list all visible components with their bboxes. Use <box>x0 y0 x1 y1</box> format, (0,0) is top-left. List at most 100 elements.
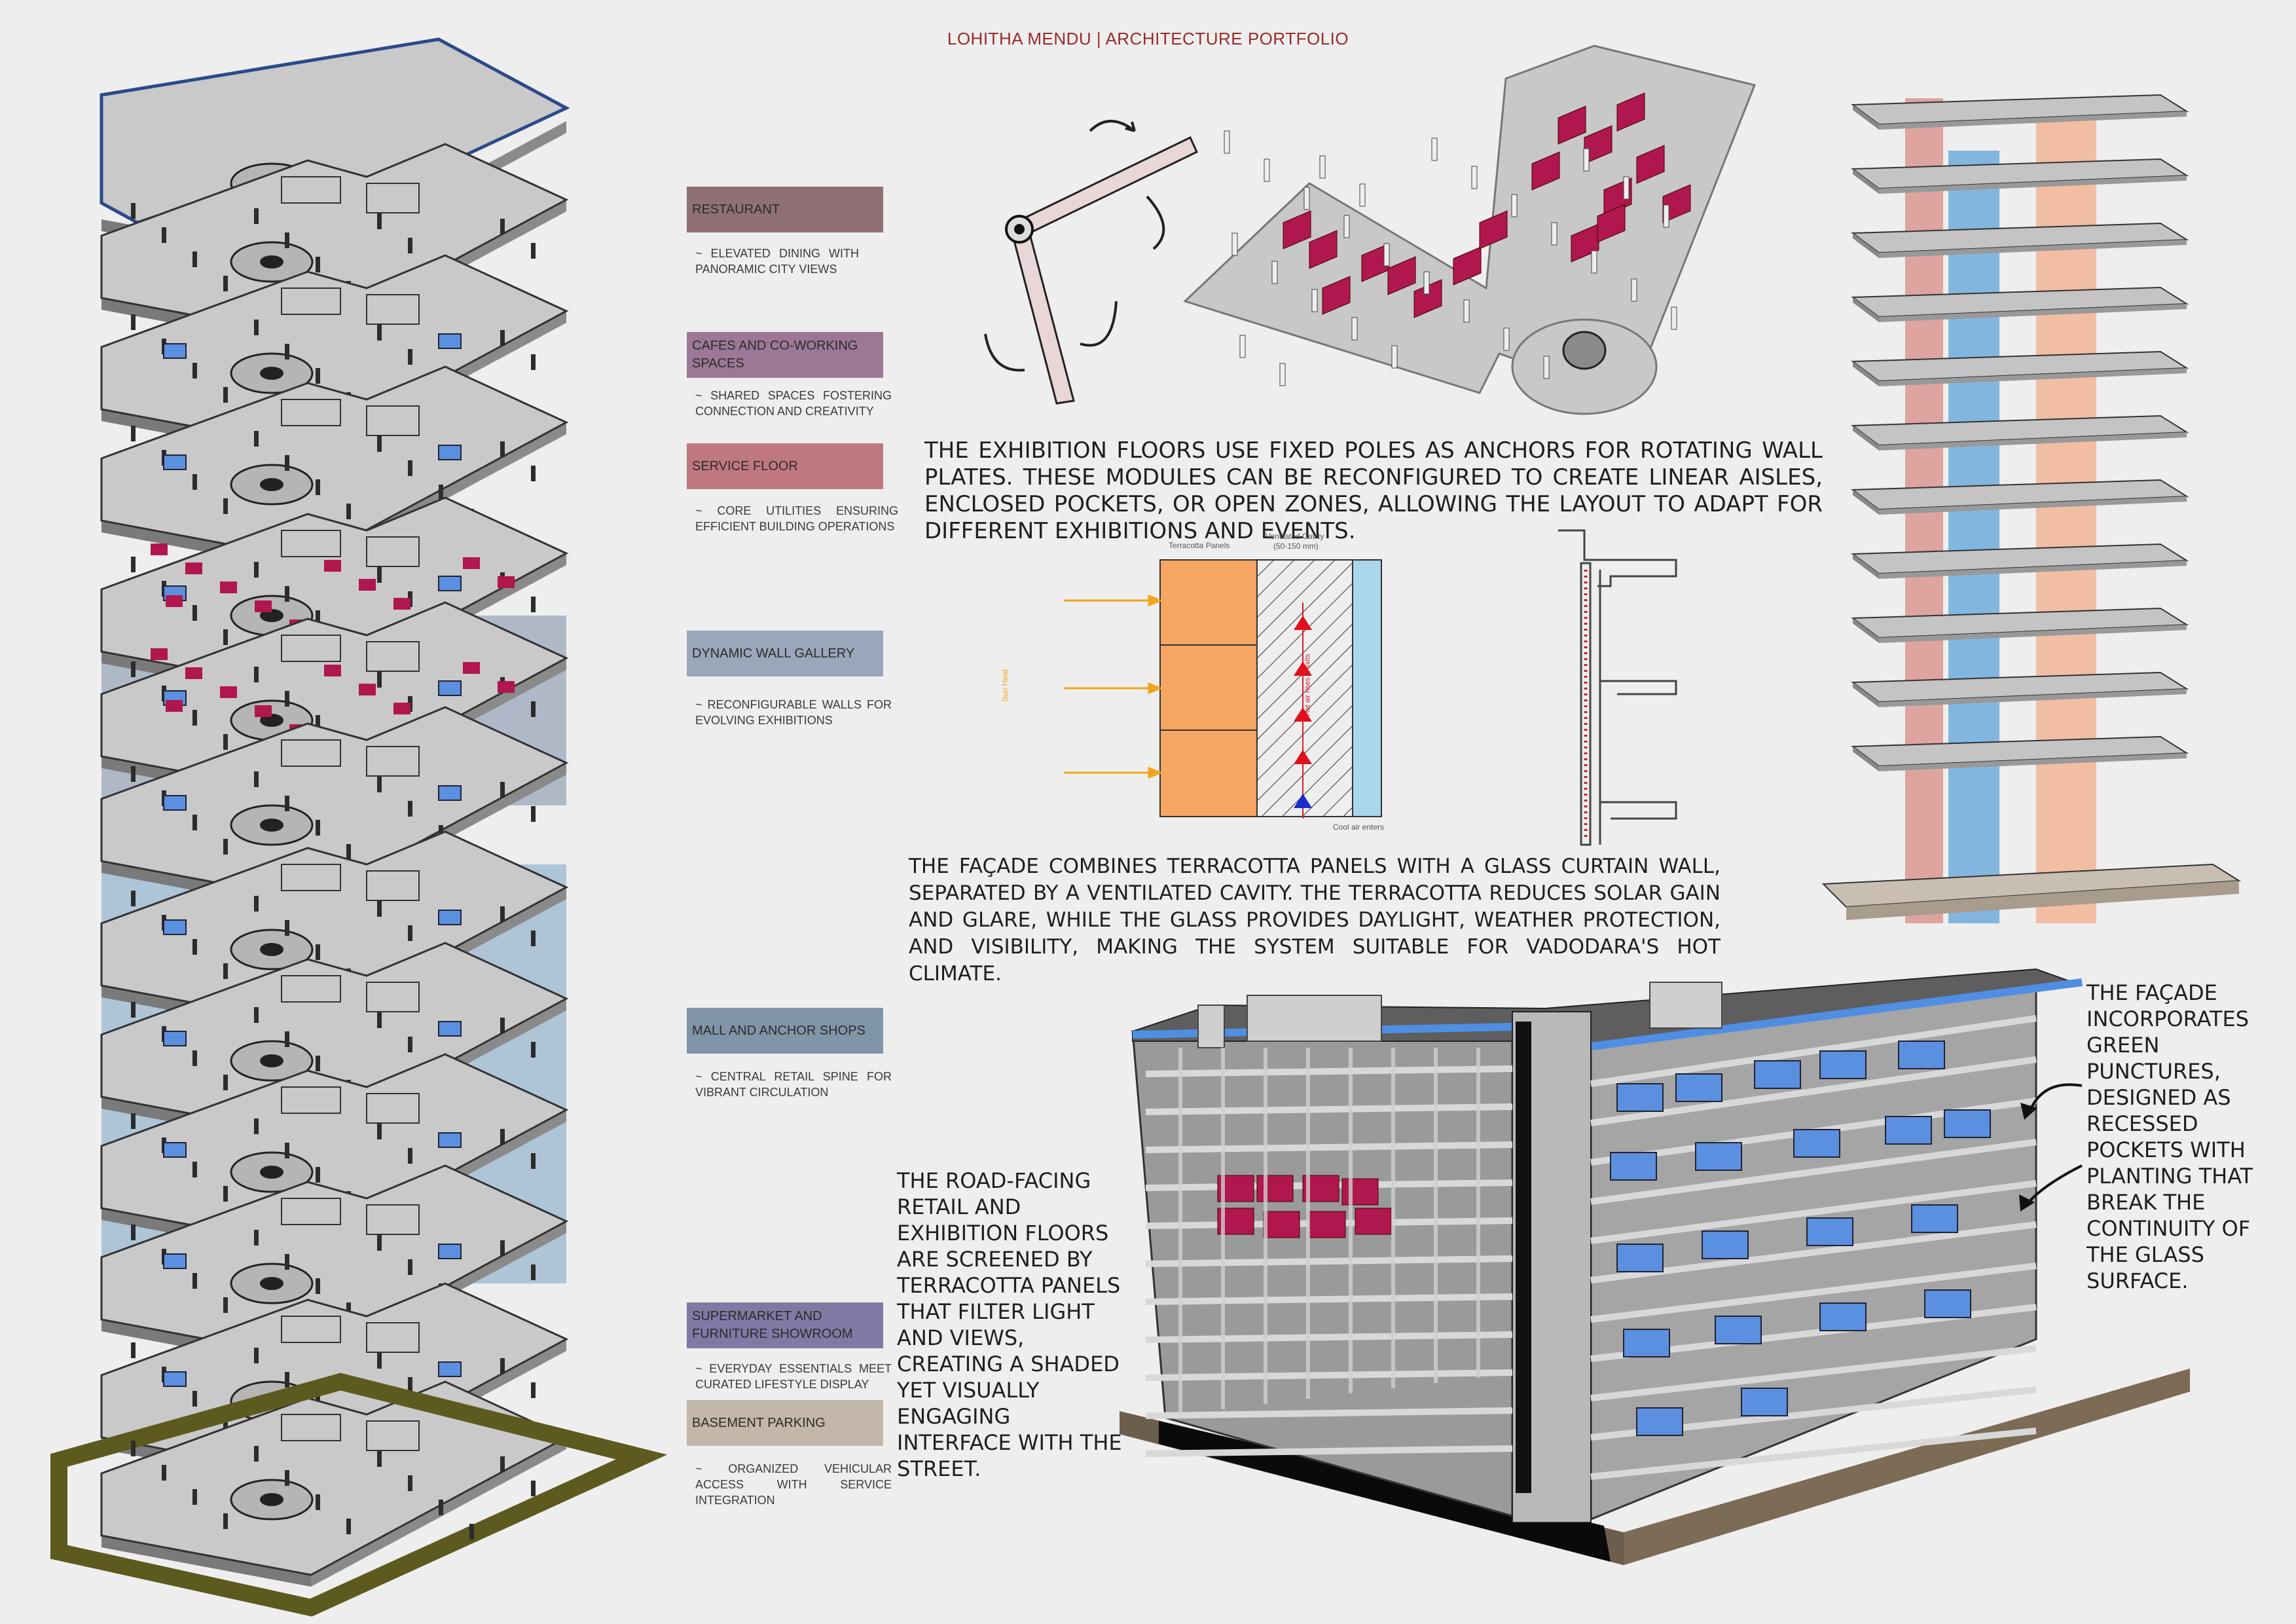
stack-floor <box>1851 543 2189 575</box>
legend-gallery-desc: ~ RECONFIGURABLE WALLS FOR EVOLVING EXHI… <box>695 698 892 727</box>
road-facing-paragraph: THE ROAD-FACING RETAIL AND EXHIBITION FL… <box>897 1168 1122 1481</box>
label-sun-heat: Sun Heat <box>1000 669 1010 703</box>
stack-floor <box>1851 415 2189 447</box>
wall-plate <box>1558 105 1586 145</box>
glass-pocket <box>1675 1073 1722 1102</box>
floor-plate <box>100 1282 569 1488</box>
floor-plate <box>100 1164 569 1371</box>
label-ventilated-cavity: Ventilated Cavity <box>1266 532 1324 541</box>
glass-pocket <box>1616 1244 1664 1272</box>
glass-pocket <box>1616 1083 1664 1112</box>
glass-pocket <box>1819 1050 1867 1079</box>
wall-plate <box>1616 92 1645 132</box>
legend-cafes-desc: ~ SHARED SPACES FOSTERING CONNECTION AND… <box>695 389 892 418</box>
stack-floor <box>1851 286 2189 318</box>
terracotta-panel <box>1217 1208 1254 1235</box>
terracotta-panel <box>1263 1211 1300 1238</box>
stack-floor <box>1851 735 2189 767</box>
wall-plate <box>1361 243 1390 282</box>
glass-pocket <box>1885 1116 1932 1145</box>
exhibition-paragraph: THE EXHIBITION FLOORS USE FIXED POLES AS… <box>924 437 1823 544</box>
floor-plate <box>100 942 569 1148</box>
stack-floor <box>1851 94 2189 126</box>
floor-plates <box>50 37 668 1617</box>
wall-plate <box>1603 177 1632 217</box>
wall-plate <box>1453 246 1482 286</box>
floor-plate <box>50 1373 668 1617</box>
wall-plate <box>1387 256 1416 295</box>
glass-pocket <box>1806 1217 1853 1246</box>
glass-pocket <box>1610 1152 1657 1181</box>
legend-service-desc: ~ CORE UTILITIES ENSURING EFFICIENT BUIL… <box>695 504 898 533</box>
terracotta-panel <box>1217 1175 1254 1202</box>
wall-plate <box>1584 125 1613 164</box>
floor-plate <box>100 143 569 349</box>
wall-plate <box>1662 184 1691 223</box>
wall-plate <box>1597 204 1626 243</box>
exhibition-floor-plan <box>1183 45 1757 401</box>
stack-floor <box>1851 607 2189 639</box>
wall-plate <box>1636 145 1665 184</box>
stack-floor <box>1851 479 2189 511</box>
stack-floor <box>1851 158 2189 190</box>
terracotta-panel <box>1256 1175 1294 1202</box>
floor-plate <box>100 1053 569 1259</box>
label-terracotta-panels: Terracotta Panels <box>1169 541 1230 550</box>
glass-pocket <box>1702 1230 1749 1259</box>
glass-pocket <box>1754 1060 1801 1089</box>
legend-supermarket: SUPERMARKET AND FURNITURE SHOWROOM <box>687 1302 883 1348</box>
glass-pocket <box>1898 1041 1945 1069</box>
legend-basement-desc: ~ ORGANIZED VEHICULAR ACCESS WITH SERVIC… <box>695 1462 892 1507</box>
terracotta-panel <box>1309 1211 1346 1238</box>
wall-plate <box>1283 210 1311 249</box>
stack-floor <box>1851 222 2189 254</box>
wall-plate <box>1413 279 1442 318</box>
stack-floor <box>1851 350 2189 382</box>
label-cavity-size: (50-150 mm) <box>1273 542 1319 551</box>
green-punctures-paragraph: THE FAÇADE INCORPORATES GREEN PUNCTURES,… <box>2086 980 2253 1293</box>
wall-plate <box>1479 210 1508 249</box>
legend-mall-desc: ~ CENTRAL RETAIL SPINE FOR VIBRANT CIRCU… <box>695 1070 892 1099</box>
floor-plate <box>100 254 569 460</box>
floor-plate <box>100 37 570 270</box>
glass-pocket <box>1819 1302 1867 1331</box>
mall-band <box>101 864 566 1283</box>
legend-service: SERVICE FLOOR <box>687 443 883 489</box>
label-cool-air: Cool air enters <box>1333 822 1385 832</box>
legend-basement: BASEMENT PARKING <box>687 1400 883 1446</box>
wall-plate <box>1571 223 1599 263</box>
terracotta-panel <box>1302 1175 1339 1202</box>
wall-plate <box>1309 230 1338 269</box>
terracotta-panel <box>1341 1178 1379 1206</box>
legend-restaurant: RESTAURANT <box>687 187 883 232</box>
glass-pocket <box>1793 1129 1840 1158</box>
page-title: LOHITHA MENDU | ARCHITECTURE PORTFOLIO <box>947 29 1349 48</box>
legend-supermarket-desc: ~ EVERYDAY ESSENTIALS MEET CURATED LIFES… <box>695 1362 892 1391</box>
gallery-band <box>101 616 566 805</box>
floor-plate <box>100 706 569 912</box>
floor-plate <box>100 365 569 572</box>
label-hot-air: Hot air rises & exits <box>1303 654 1312 716</box>
floor-plate <box>100 496 569 703</box>
floor-plate <box>100 601 569 807</box>
terracotta-panel <box>1355 1208 1392 1235</box>
legend-restaurant-desc: ~ ELEVATED DINING WITH PANORAMIC CITY VI… <box>695 247 859 276</box>
stack-floor <box>1851 671 2189 703</box>
floor-plate <box>100 830 569 1037</box>
glass-pocket <box>1715 1316 1762 1344</box>
glass-pocket <box>1944 1109 1991 1138</box>
glass-pocket <box>1623 1329 1670 1357</box>
wall-plate <box>1531 151 1560 191</box>
glass-pocket <box>1695 1142 1742 1171</box>
legend-cafes: CAFES AND CO-WORKING SPACES <box>687 332 883 378</box>
facade-paragraph: THE FAÇADE COMBINES TERRACOTTA PANELS WI… <box>909 855 1721 986</box>
glass-pocket <box>1636 1407 1683 1436</box>
legend-mall: MALL AND ANCHOR SHOPS <box>687 1008 883 1054</box>
glass-pocket <box>1741 1388 1788 1416</box>
